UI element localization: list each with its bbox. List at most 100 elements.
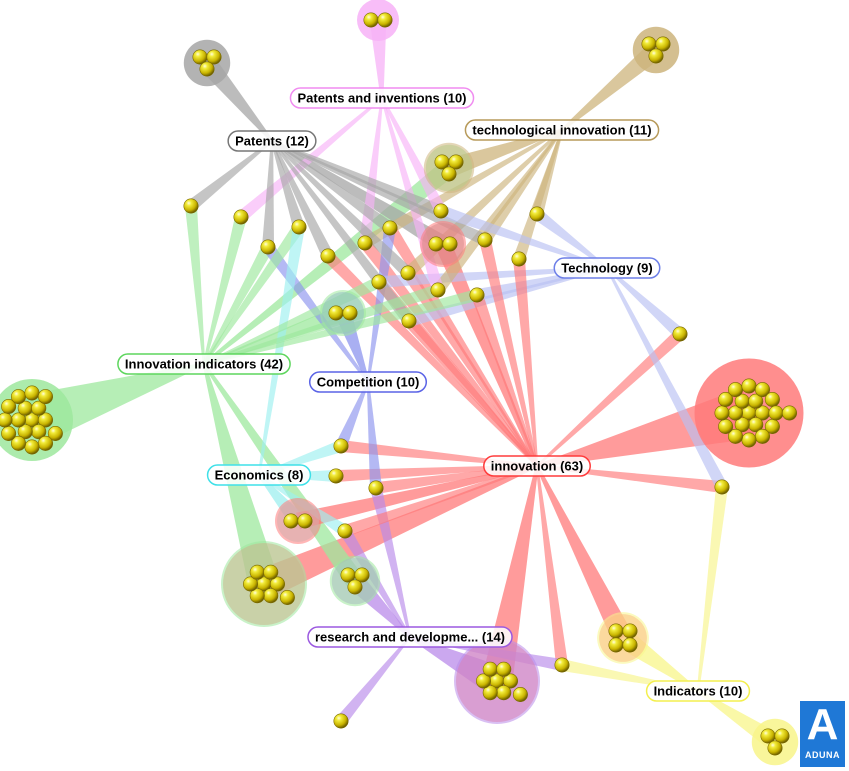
cluster-innovation-only-document-13[interactable]	[714, 405, 730, 421]
cluster-innovation-only-document-14[interactable]	[718, 391, 734, 407]
cluster-innovation-and-indicators-yellow-document-1[interactable]	[608, 623, 624, 639]
document-node-4[interactable]	[291, 219, 307, 235]
cluster-innovation-indicators-only-document-9[interactable]	[37, 435, 53, 451]
category-label-patents-inventions[interactable]: Patents and inventions (10)	[289, 87, 475, 109]
cluster-innovation-only-document-4[interactable]	[734, 417, 750, 433]
cluster-innovation-and-indicators-a-document-3[interactable]	[263, 588, 279, 604]
cluster-innovation-indicators-only-document-8[interactable]	[47, 425, 63, 441]
document-node-13[interactable]	[477, 232, 493, 248]
document-node-5[interactable]	[320, 248, 336, 264]
cluster-innovation-and-research-document-7[interactable]	[496, 661, 512, 677]
cluster-patents-inventions-only-document-2[interactable]	[377, 12, 393, 28]
cluster-innovation-and-indicators-yellow-document-2[interactable]	[622, 623, 638, 639]
document-node-3[interactable]	[260, 239, 276, 255]
cluster-innovation-only-document-12[interactable]	[718, 418, 734, 434]
cluster-innovation-only-document-19[interactable]	[768, 405, 784, 421]
document-node-20[interactable]	[328, 468, 344, 484]
category-label-pill	[117, 353, 291, 375]
cluster-innovation-only-document-7[interactable]	[748, 393, 764, 409]
cluster-innovation-and-research-document-8[interactable]	[512, 686, 528, 702]
cluster-innovation-indicators-only-document-15[interactable]	[11, 389, 26, 405]
cluster-innovation-indicators-only-document-16[interactable]	[24, 385, 40, 401]
cluster-competition-indicators-document-1[interactable]	[328, 305, 344, 321]
document-node-23[interactable]	[554, 657, 570, 673]
cluster-research-innovation-indicators-document-2[interactable]	[354, 567, 370, 583]
document-node-24[interactable]	[333, 713, 349, 729]
cluster-economics-innovation-document-2[interactable]	[297, 513, 313, 529]
cluster-innovation-only-document-17[interactable]	[754, 382, 770, 398]
document-node-8[interactable]	[400, 265, 416, 281]
document-node-9[interactable]	[371, 274, 387, 290]
category-label-tech-innovation[interactable]: technological innovation (11)	[464, 119, 660, 141]
cluster-innovation-indicators-only-document-4[interactable]	[17, 424, 33, 440]
category-label-competition[interactable]: Competition (10)	[308, 371, 428, 393]
cluster-innovation-only-document-11[interactable]	[727, 428, 743, 444]
cluster-innovation-indicators-only-document-17[interactable]	[37, 389, 53, 405]
cluster-tech-innovation-only-document-3[interactable]	[648, 48, 664, 64]
cluster-indicators-only-document-2[interactable]	[774, 728, 790, 744]
cluster-innovation-only-document-18[interactable]	[764, 391, 780, 407]
cluster-innovation-only-document-10[interactable]	[741, 432, 757, 448]
cluster-innovation-and-indicators-a-document-4[interactable]	[249, 588, 265, 604]
cluster-patents-inventions-only-document-1[interactable]	[363, 12, 379, 28]
document-node-21[interactable]	[368, 480, 384, 496]
cluster-innovation-only-document-20[interactable]	[781, 405, 797, 421]
category-label-innovation-indicators[interactable]: Innovation indicators (42)	[117, 353, 291, 375]
cluster-innovation-indicators-only-document-14[interactable]	[1, 398, 17, 414]
document-node-18[interactable]	[714, 479, 730, 495]
document-node-19[interactable]	[333, 438, 349, 454]
category-label-patents[interactable]: Patents (12)	[227, 130, 317, 152]
cluster-competition-indicators-document-2[interactable]	[342, 305, 358, 321]
cluster-innovation-indicators-only-document-7[interactable]	[31, 400, 47, 416]
cluster-innovation-indicators-only-document-11[interactable]	[11, 435, 26, 451]
document-node-22[interactable]	[337, 523, 353, 539]
cluster-innovation-indicators-only-document-13[interactable]	[0, 412, 13, 428]
cluster-innovation-and-research-document-3[interactable]	[496, 685, 512, 701]
cluster-innovation-and-indicators-a-document-7[interactable]	[263, 564, 279, 580]
category-label-economics[interactable]: Economics (8)	[206, 464, 312, 486]
cluster-innovation-only-document-15[interactable]	[727, 382, 743, 398]
cluster-innovation-and-research-document-2[interactable]	[502, 673, 518, 689]
cluster-innovation-and-indicators-yellow-document-4[interactable]	[622, 637, 638, 653]
cluster-innovation-and-indicators-a-document-5[interactable]	[243, 576, 259, 592]
category-label-research[interactable]: research and developme... (14)	[307, 626, 513, 648]
link-innovation-single-16	[536, 329, 685, 467]
document-node-2[interactable]	[233, 209, 249, 225]
cluster-patents-only-document-3[interactable]	[199, 61, 215, 77]
cluster-innovation-and-research-document-4[interactable]	[482, 685, 498, 701]
cluster-patents-only-document-2[interactable]	[206, 49, 222, 65]
document-node-17[interactable]	[672, 326, 688, 342]
cluster-tech-innovation-only-document-2[interactable]	[655, 36, 671, 52]
cluster-innovation-and-indicators-a-document-2[interactable]	[269, 576, 285, 592]
document-node-1[interactable]	[183, 198, 199, 214]
cluster-innovation-and-indicators-yellow-document-3[interactable]	[608, 637, 624, 653]
cluster-patents-innovation-document-1[interactable]	[428, 236, 444, 252]
cluster-innovation-and-indicators-a-document-8[interactable]	[279, 589, 295, 605]
cluster-economics-innovation-document-1[interactable]	[283, 513, 299, 529]
cluster-innovation-only-document-16[interactable]	[741, 378, 757, 394]
document-node-10[interactable]	[401, 313, 417, 329]
document-node-12[interactable]	[469, 287, 485, 303]
document-node-14[interactable]	[511, 251, 527, 267]
cluster-indicators-tech-innovation-document-3[interactable]	[441, 166, 457, 182]
category-label-text: technological innovation (11)	[472, 123, 651, 138]
category-label-innovation[interactable]: innovation (63)	[483, 455, 591, 477]
document-node-7[interactable]	[382, 220, 398, 236]
cluster-innovation-indicators-only-document-2[interactable]	[37, 412, 53, 428]
cluster-research-innovation-indicators-document-3[interactable]	[347, 579, 363, 595]
cluster-indicators-only-document-3[interactable]	[767, 740, 783, 756]
cluster-patents-innovation-document-2[interactable]	[442, 236, 458, 252]
cluster-innovation-and-research-document-6[interactable]	[482, 661, 498, 677]
cluster-innovation-and-indicators-a-document-6[interactable]	[249, 564, 265, 580]
cluster-innovation-and-research-document-5[interactable]	[475, 673, 491, 689]
document-node-16[interactable]	[433, 203, 449, 219]
category-label-technology[interactable]: Technology (9)	[553, 257, 661, 279]
cluster-innovation-indicators-only-document-10[interactable]	[24, 439, 40, 455]
document-node-11[interactable]	[430, 282, 446, 298]
document-node-15[interactable]	[529, 206, 545, 222]
document-node-6[interactable]	[357, 235, 373, 251]
category-label-indicators[interactable]: Indicators (10)	[645, 680, 751, 702]
cluster-innovation-indicators-only-document-12[interactable]	[1, 425, 17, 441]
cluster-innovation-only-document-9[interactable]	[754, 428, 770, 444]
cluster-indicators-tech-innovation-document-2[interactable]	[448, 154, 464, 170]
